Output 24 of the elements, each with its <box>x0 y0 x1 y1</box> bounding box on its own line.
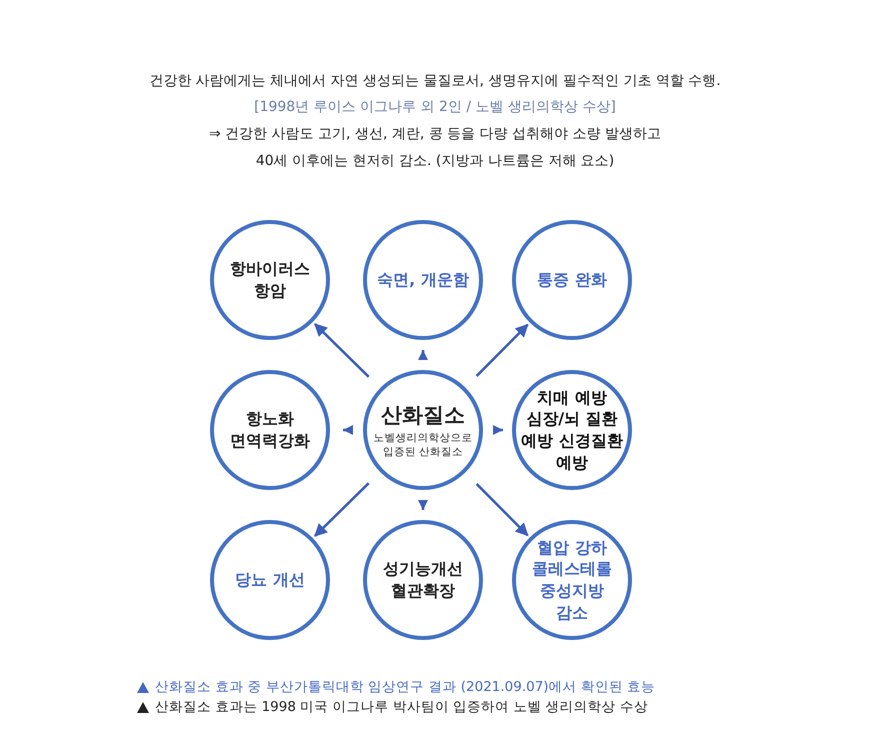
arrow <box>476 482 529 536</box>
arrow <box>314 323 370 378</box>
circle-title: 성기능개선 혈관확장 <box>382 558 464 602</box>
arrow <box>314 482 370 537</box>
circle-subtitle: 노벨생리의학상으로 입증된 산화질소 <box>373 432 473 460</box>
circle-title: 숙면, 개운함 <box>377 269 469 291</box>
intro-text: ⇒ 건강한 사람도 고기, 생선, 계란, 콩 등을 다량 섭취해야 소량 발생하고 <box>208 125 662 143</box>
circle-title: 항바이러스 항암 <box>229 258 311 302</box>
arrow <box>418 350 428 360</box>
arrow <box>476 324 529 378</box>
arrow <box>493 425 503 435</box>
arrow <box>343 425 353 435</box>
circle-title: 항노화 면역력강화 <box>229 408 311 452</box>
legend-text: 산화질소 효과 중 부산가톨릭대학 임상연구 결과 (2021.09.07)에서 확인된 효능 <box>155 678 656 696</box>
circle-title: 당뇨 개선 <box>235 569 305 591</box>
arrow <box>418 500 428 510</box>
intro-text: 건강한 사람에게는 체내에서 자연 생성되는 물질로서, 생명유지에 필수적인 기초 역할 수행. <box>148 72 722 90</box>
circle-title: 통증 완화 <box>537 269 607 291</box>
circle-title: 치매 예방 심장/뇌 질환 예방 신경질환 예방 <box>520 386 624 474</box>
citation-text: [1998년 루이스 이그나루 외 2인 / 노벨 생리의학상 수상] <box>253 98 617 116</box>
legend-text: 산화질소 효과는 1998 미국 이그나루 박사팀이 입증하여 노벨 생리의학상 수상 <box>155 698 648 716</box>
intro-text: 40세 이후에는 현저히 감소. (지방과 나트륨은 저해 요소) <box>254 152 616 170</box>
circle-title: 혈압 강하 콜레스테롤 중성지방 감소 <box>531 536 613 624</box>
circle-title: 산화질소 <box>381 402 465 429</box>
